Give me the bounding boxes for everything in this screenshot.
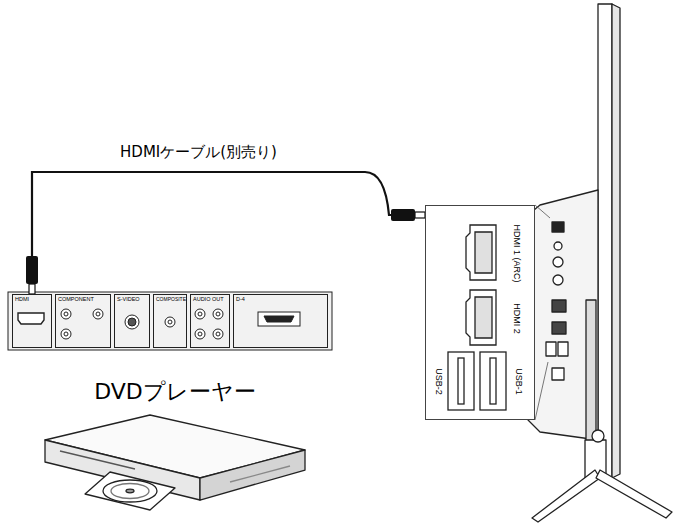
dvd-rear-panel [8, 292, 332, 350]
dvd-rear-panel-part [213, 329, 223, 339]
port-inset-box: HDMI 1 (ARC) HDMI 2 USB-2 USB-1 [425, 205, 535, 420]
port-inset-part [480, 352, 506, 410]
port-inset-part [535, 205, 550, 218]
hdmi-cable-part [391, 209, 415, 221]
section-header: HDMI [15, 297, 29, 303]
tv-side-part [552, 300, 566, 312]
port-label: USB-2 [433, 368, 442, 395]
section-header: AUDIO OUT [193, 297, 224, 303]
port-label: USB-1 [513, 368, 522, 395]
panel-section: COMPONENT [55, 294, 111, 348]
tv-side [528, 4, 672, 522]
port-inset-part [535, 362, 548, 420]
tv-side-part [612, 4, 620, 478]
hdmi-cable [26, 172, 425, 294]
tv-side-part [558, 342, 568, 356]
tv-side-part [546, 342, 556, 356]
dvd-rear-panel-part [258, 312, 300, 326]
panel-section: COMPOSITE [153, 294, 187, 348]
tv-side-part [532, 470, 600, 522]
hdmi-cable-part [415, 212, 425, 218]
dvd-rear-panel-part [8, 292, 332, 350]
tv-side-part [552, 368, 564, 380]
tv-side-part [596, 470, 672, 518]
dvd-player-part [103, 480, 157, 502]
dvd-rear-panel-part [93, 309, 103, 319]
panel-section: D-4 [233, 294, 328, 348]
hdmi-cable-part [29, 284, 35, 294]
cable-label: HDMIケーブル(別売り) [117, 144, 280, 161]
tv-side-part [552, 222, 564, 232]
tv-side-part [598, 4, 612, 478]
dvd-rear-panel-part [198, 312, 202, 316]
tv-side-part [554, 242, 562, 250]
hdmi-cable-part [32, 172, 425, 294]
dvd-player-part [200, 450, 305, 500]
dvd-rear-panel-part [165, 317, 175, 327]
tv-side-part [553, 257, 563, 267]
section-header: S-VIDEO [117, 297, 140, 303]
dvd-rear-panel-part [61, 329, 71, 339]
dvd-player-part [111, 484, 149, 499]
dvd-rear-panel-part [168, 320, 172, 324]
dvd-rear-panel-part [216, 312, 220, 316]
port-inset-part [490, 358, 496, 404]
dvd-rear-panel-part [96, 312, 100, 316]
hdmi-cable-part [26, 256, 38, 284]
dvd-rear-panel-part [198, 332, 202, 336]
dvd-rear-panel-part [213, 309, 223, 319]
dvd-rear-panel-part [64, 332, 68, 336]
dvd-rear-panel-part [18, 313, 44, 324]
dvd-player [45, 415, 305, 510]
panel-section: HDMI [12, 294, 52, 348]
port-inset-part [425, 205, 535, 420]
tv-side-part [552, 322, 566, 334]
port-inset-part [466, 225, 496, 280]
dvd-player-part [126, 489, 134, 493]
port-inset-part [458, 358, 464, 404]
dvd-rear-panel-part [195, 309, 205, 319]
section-header: D-4 [236, 297, 245, 303]
panel-section: S-VIDEO [114, 294, 150, 348]
dvd-rear-panel-part [61, 309, 71, 319]
port-label: HDMI 1 (ARC) [512, 224, 521, 282]
port-inset [425, 205, 550, 420]
section-header: COMPONENT [58, 297, 94, 303]
port-label: HDMI 2 [511, 303, 520, 334]
port-inset-part [466, 290, 496, 345]
dvd-rear-panel-part [216, 332, 220, 336]
port-inset-part [475, 297, 492, 338]
device-label: DVDプレーヤー [94, 380, 256, 404]
dvd-rear-panel-part [64, 312, 68, 316]
dvd-player-part [230, 466, 290, 482]
dvd-rear-panel-part [128, 318, 136, 326]
dvd-rear-panel-part [195, 329, 205, 339]
dvd-player-part [85, 472, 175, 510]
dvd-rear-panel-part [125, 315, 139, 329]
tv-side-part [586, 300, 596, 450]
port-inset-part [475, 232, 492, 273]
tv-side-part [553, 275, 563, 285]
section-header: COMPOSITE [156, 297, 186, 302]
panel-section: AUDIO OUT [190, 294, 230, 348]
port-inset-part [448, 352, 474, 410]
dvd-rear-panel-part [264, 316, 294, 322]
dvd-player-part [60, 451, 135, 469]
tv-side-part [592, 430, 604, 442]
